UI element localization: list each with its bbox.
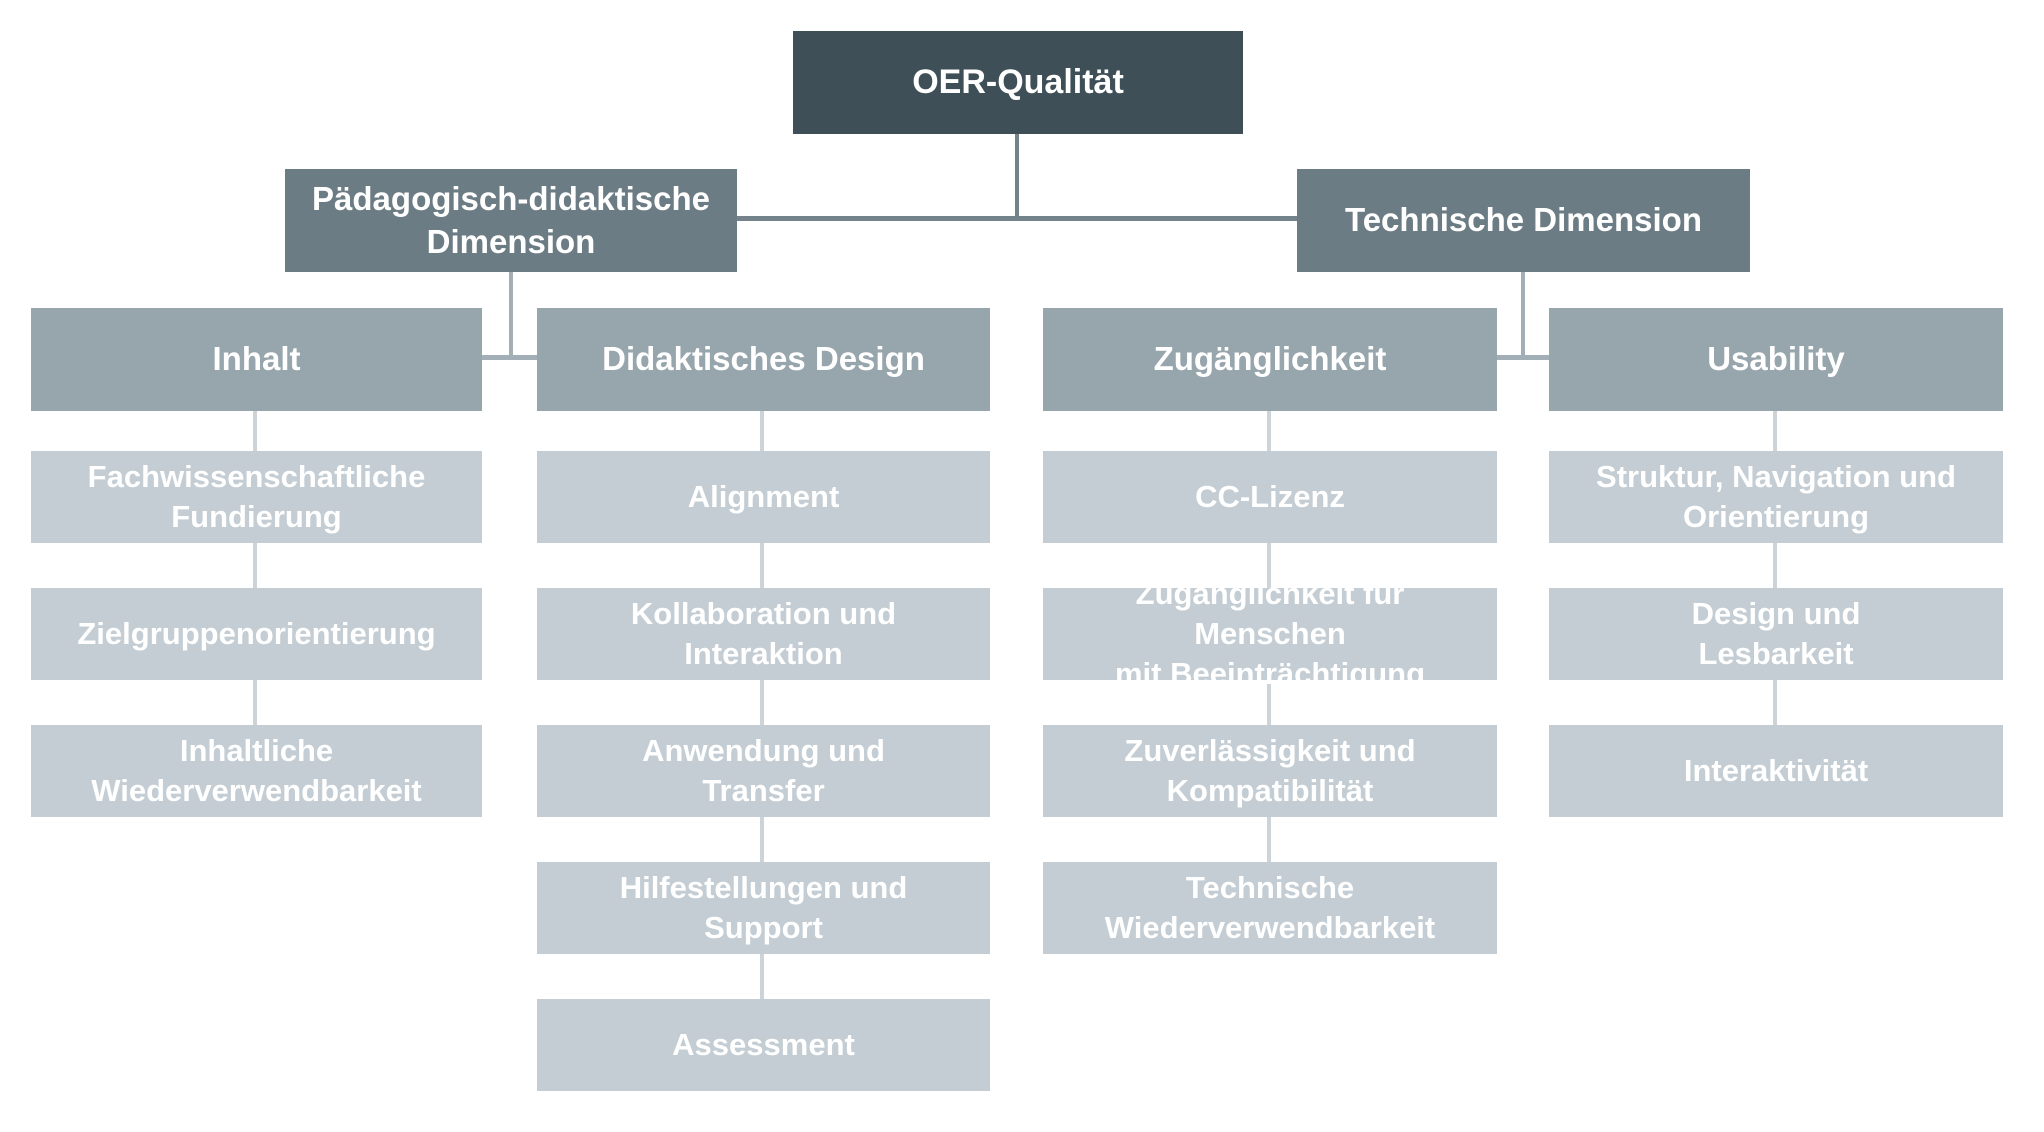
node-zugaenglichkeit: Zugänglichkeit [1043,308,1497,411]
node-technische-dimension: Technische Dimension [1297,169,1750,272]
node-hilfestellungen-und-support: Hilfestellungen und Support [537,862,990,954]
node-oer-qualitaet: OER-Qualität [793,31,1243,134]
node-interaktivitaet: Interaktivität [1549,725,2003,817]
node-technische-wiederverwendbarkeit: Technische Wiederverwendbarkeit [1043,862,1497,954]
node-didaktisches-design: Didaktisches Design [537,308,990,411]
connector-dim1-trunk [509,272,513,358]
connector-col1-2 [760,680,764,725]
connector-root-bar [737,216,1297,221]
node-fachwissenschaftliche-fundierung: Fachwissenschaftliche Fundierung [31,451,482,543]
connector-col2-1 [1267,543,1271,588]
connector-col0-0 [253,411,257,451]
connector-col0-1 [253,543,257,588]
connector-col1-3 [760,817,764,862]
connector-col1-1 [760,543,764,588]
node-zugaenglichkeit-menschen-beeintraechtigung: Zugänglichkeit für Menschen mit Beeinträ… [1043,576,1497,691]
connector-root-trunk [1015,134,1019,220]
connector-dim2-trunk [1521,272,1525,358]
node-paedagogisch-didaktische-dimension: Pädagogisch-didaktische Dimension [285,169,737,272]
connector-col1-0 [760,411,764,451]
node-inhaltliche-wiederverwendbarkeit: Inhaltliche Wiederverwendbarkeit [31,725,482,817]
connector-col2-0 [1267,411,1271,451]
node-assessment: Assessment [537,999,990,1091]
node-anwendung-und-transfer: Anwendung und Transfer [537,725,990,817]
connector-dim2-bar [1497,355,1549,360]
connector-col3-0 [1773,411,1777,451]
connector-col2-2 [1267,680,1271,725]
node-usability: Usability [1549,308,2003,411]
node-alignment: Alignment [537,451,990,543]
node-cc-lizenz: CC-Lizenz [1043,451,1497,543]
connector-col3-1 [1773,543,1777,588]
node-zielgruppenorientierung: Zielgruppenorientierung [31,588,482,680]
connector-col0-2 [253,680,257,725]
connector-col3-2 [1773,680,1777,725]
node-zuverlaessigkeit-und-kompatibilitaet: Zuverlässigkeit und Kompatibilität [1043,725,1497,817]
node-inhalt: Inhalt [31,308,482,411]
connector-col1-4 [760,954,764,999]
connector-dim1-bar [482,355,537,360]
connector-col2-3 [1267,817,1271,862]
node-design-und-lesbarkeit: Design und Lesbarkeit [1549,588,2003,680]
node-struktur-navigation-orientierung: Struktur, Navigation und Orientierung [1549,451,2003,543]
node-kollaboration-und-interaktion: Kollaboration und Interaktion [537,588,990,680]
